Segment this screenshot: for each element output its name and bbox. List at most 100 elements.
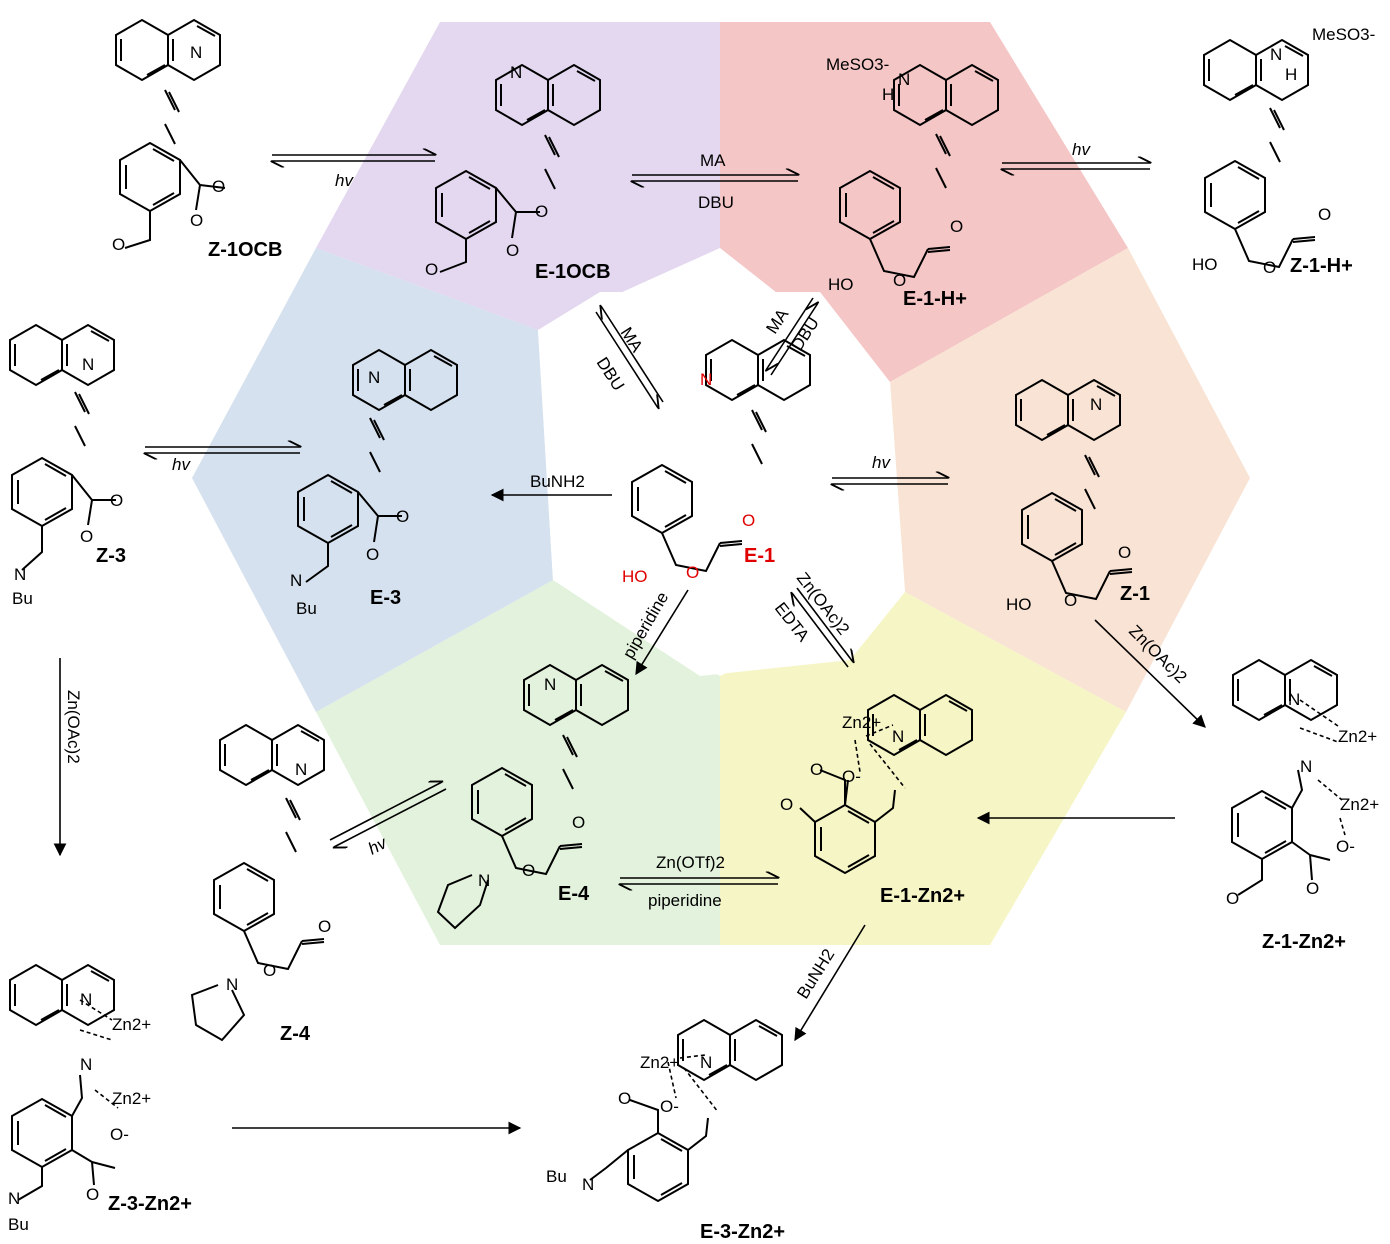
label-z1-ocb: Z-1OCB [208, 239, 282, 261]
label-z3: Z-3 [96, 545, 126, 567]
atom-n-e1zn: N [892, 727, 904, 746]
label-e1-zn: E-1-Zn2+ [880, 885, 965, 907]
reagent-zn-oac2-left: Zn(OAc)2 [64, 690, 83, 764]
atom-o-e1: O [742, 511, 755, 530]
equilibrium-arrow-z4-e4 [329, 782, 447, 847]
sector-right [890, 248, 1250, 712]
equilibrium-arrow-z3-e3 [145, 447, 300, 453]
atom-n-e1: N [700, 370, 712, 389]
reagent-ma-top: MA [700, 151, 726, 170]
label-e4: E-4 [558, 883, 590, 905]
atom-o-z1h: O [1318, 205, 1331, 224]
sector-top-left [316, 22, 720, 330]
atom-zn-e1zn: Zn2+ [842, 713, 881, 732]
atom-ho-e1h: HO [828, 275, 854, 294]
atom-bu-z3zn: Bu [8, 1215, 29, 1234]
reagent-zn-otf2: Zn(OTf)2 [656, 853, 725, 872]
atom-n-z1zn-2: N [1300, 757, 1312, 776]
atom-n-z3: N [82, 355, 94, 374]
atom-o-e1zn-2: O [810, 760, 823, 779]
label-e1: E-1 [744, 545, 775, 567]
structure-z1-zn [1231, 659, 1346, 896]
reagent-dbu-top: DBU [698, 193, 734, 212]
atom-o-e1h: O [950, 217, 963, 236]
reaction-arrows [53, 155, 1206, 1135]
atom-o-z4-2: O [263, 961, 276, 980]
label-z1-h: Z-1-H+ [1290, 255, 1353, 277]
molecule-structures [9, 19, 1346, 1202]
atom-o-e3zn: O- [660, 1097, 679, 1116]
atom-o-z3zn: O- [110, 1125, 129, 1144]
structure-z3-zn [9, 964, 119, 1201]
atom-o-z1zn-2: O [1306, 879, 1319, 898]
atom-o-z1ocb-3: O [112, 235, 125, 254]
equilibrium-arrow-e4-e1zn [620, 878, 778, 884]
equilibrium-arrow-e1h-e1 [766, 297, 818, 376]
atom-h-z1h: H [1285, 65, 1297, 84]
equilibrium-arrow-e1-e1zn [792, 587, 853, 668]
atom-n-z1zn: N [1288, 690, 1300, 709]
atom-zn-z1zn-2: Zn2+ [1340, 795, 1379, 814]
atom-o-z3: O [110, 491, 123, 510]
atom-o-e1ocb: O [535, 202, 548, 221]
atom-o-z3zn-2: O [86, 1185, 99, 1204]
atom-zn-z3zn: Zn2+ [112, 1015, 151, 1034]
atom-o-e4: O [572, 813, 585, 832]
reagent-bunh2-bottom: BuNH2 [793, 946, 838, 1003]
atom-o-e1ocb-2: O [506, 241, 519, 260]
equilibrium-arrow-e1ocb-e1 [595, 306, 664, 408]
arrow-e1-to-e4 [635, 589, 689, 676]
mesylate-e1h: MeSO3- [826, 55, 889, 74]
atom-n-e3-2: N [290, 571, 302, 590]
label-z1: Z-1 [1120, 583, 1150, 605]
compound-labels: Z-1OCB E-1OCB E-1-H+ Z-1-H+ Z-3 E-3 E-1 … [96, 239, 1353, 1243]
label-z1-zn: Z-1-Zn2+ [1262, 931, 1346, 953]
equilibrium-arrow-e1ocb-e1h [632, 175, 798, 181]
structure-z1-h [1203, 39, 1316, 268]
atom-zn-z1zn: Zn2+ [1338, 727, 1377, 746]
arrow-e1zn-to-e3zn [794, 924, 866, 1042]
atom-n-e1ocb: N [510, 63, 522, 82]
atom-n-e3: N [368, 368, 380, 387]
atom-o-e1ocb-3: O [425, 260, 438, 279]
atom-o-z1: O [1118, 543, 1131, 562]
atom-ho-z1: HO [1006, 595, 1032, 614]
atom-bu-e3zn: Bu [546, 1167, 567, 1186]
structure-e3-zn [589, 1019, 783, 1202]
atom-h-e1h: H [882, 85, 894, 104]
atom-n-e4: N [544, 675, 556, 694]
atom-bu-e3: Bu [296, 599, 317, 618]
label-z3-zn: Z-3-Zn2+ [108, 1193, 192, 1215]
structure-e1-zn [799, 694, 973, 874]
atom-ho-e1: HO [622, 567, 648, 586]
atom-n-z1: N [1090, 395, 1102, 414]
atom-o-e3-2: O [366, 545, 379, 564]
colored-hexagon [192, 22, 1250, 945]
label-e1-ocb: E-1OCB [535, 261, 611, 283]
structure-z4 [190, 724, 325, 1042]
atom-n-z3-2: N [14, 565, 26, 584]
equilibrium-arrow-e1h-z1h [1002, 163, 1150, 169]
atom-o-z1ocb-2: O [190, 211, 203, 230]
atom-o-e1zn-3: O [780, 795, 793, 814]
atom-n-z3zn-3: N [8, 1189, 20, 1208]
atom-n-e1h: N [898, 70, 910, 89]
reagent-bunh2-center: BuNH2 [530, 472, 585, 491]
mesylate-z1h: MeSO3- [1312, 25, 1375, 44]
atom-bu-z3: Bu [12, 589, 33, 608]
sector-bottom-left [316, 580, 720, 945]
atom-n-z3zn-2: N [80, 1055, 92, 1074]
arrow-z1-to-z1zn [1094, 619, 1206, 728]
atom-o-z1h-2: O [1263, 258, 1276, 277]
atom-o-z4: O [318, 917, 331, 936]
reagent-hv-z1ocb-e1ocb: hv [335, 171, 354, 190]
atom-ho-z1h: HO [1192, 255, 1218, 274]
atom-o-e3: O [396, 507, 409, 526]
atom-n-e4-2: N [478, 871, 490, 890]
label-e1-h: E-1-H+ [903, 288, 967, 310]
atom-o-e1-2: O [686, 563, 699, 582]
structure-z1-ocb [115, 19, 226, 249]
equilibrium-arrow-z1ocb-e1ocb [272, 155, 435, 161]
atom-n-z1h: N [1270, 45, 1282, 64]
